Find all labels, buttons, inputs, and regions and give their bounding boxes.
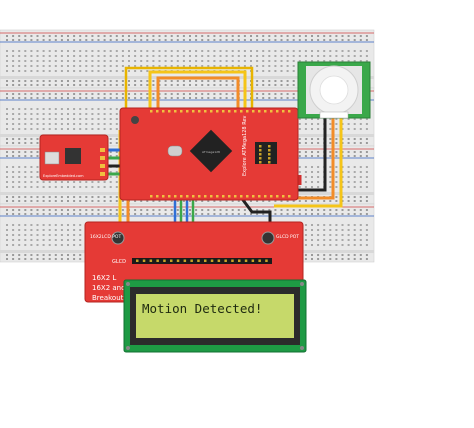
caption-2: 16X2 and — [92, 284, 126, 292]
pir-sensor — [297, 61, 371, 119]
sensor-board-title: ExploreEmbedded.com — [43, 174, 84, 178]
lcd-module: Motion Detected! — [123, 279, 307, 353]
lcd-header — [132, 258, 272, 264]
wire-yellow-top — [148, 70, 247, 112]
caption-1: 16X2 L — [92, 274, 116, 282]
right-pot-icon[interactable] — [261, 231, 275, 245]
wire-orange-top — [156, 76, 240, 112]
caption-3: Breakout E — [92, 294, 130, 302]
glcd-label: GLCD — [112, 259, 126, 265]
isp-header — [255, 142, 277, 164]
mcu-board-title: Explore ATMega128 Rev — [242, 115, 248, 176]
mcu-chip-label: ATmega128 — [202, 150, 220, 154]
lcd-text: Motion Detected! — [142, 301, 262, 316]
wire-yellow-top-2 — [124, 66, 254, 112]
reset-button[interactable] — [131, 116, 139, 124]
right-pot-label: GLCD POT — [276, 234, 299, 240]
left-pot-label: 16X2LCD POT — [90, 234, 121, 240]
crystal — [167, 145, 183, 157]
lcd-screen — [136, 294, 294, 338]
left-pot-icon[interactable] — [111, 231, 125, 245]
wire-yellow-pir — [274, 118, 343, 208]
mcu-chip — [189, 129, 233, 173]
sensor-board: ExploreEmbedded.com — [39, 134, 109, 181]
mcu-board: ATmega128 Explore ATMega128 Rev — [119, 107, 299, 201]
